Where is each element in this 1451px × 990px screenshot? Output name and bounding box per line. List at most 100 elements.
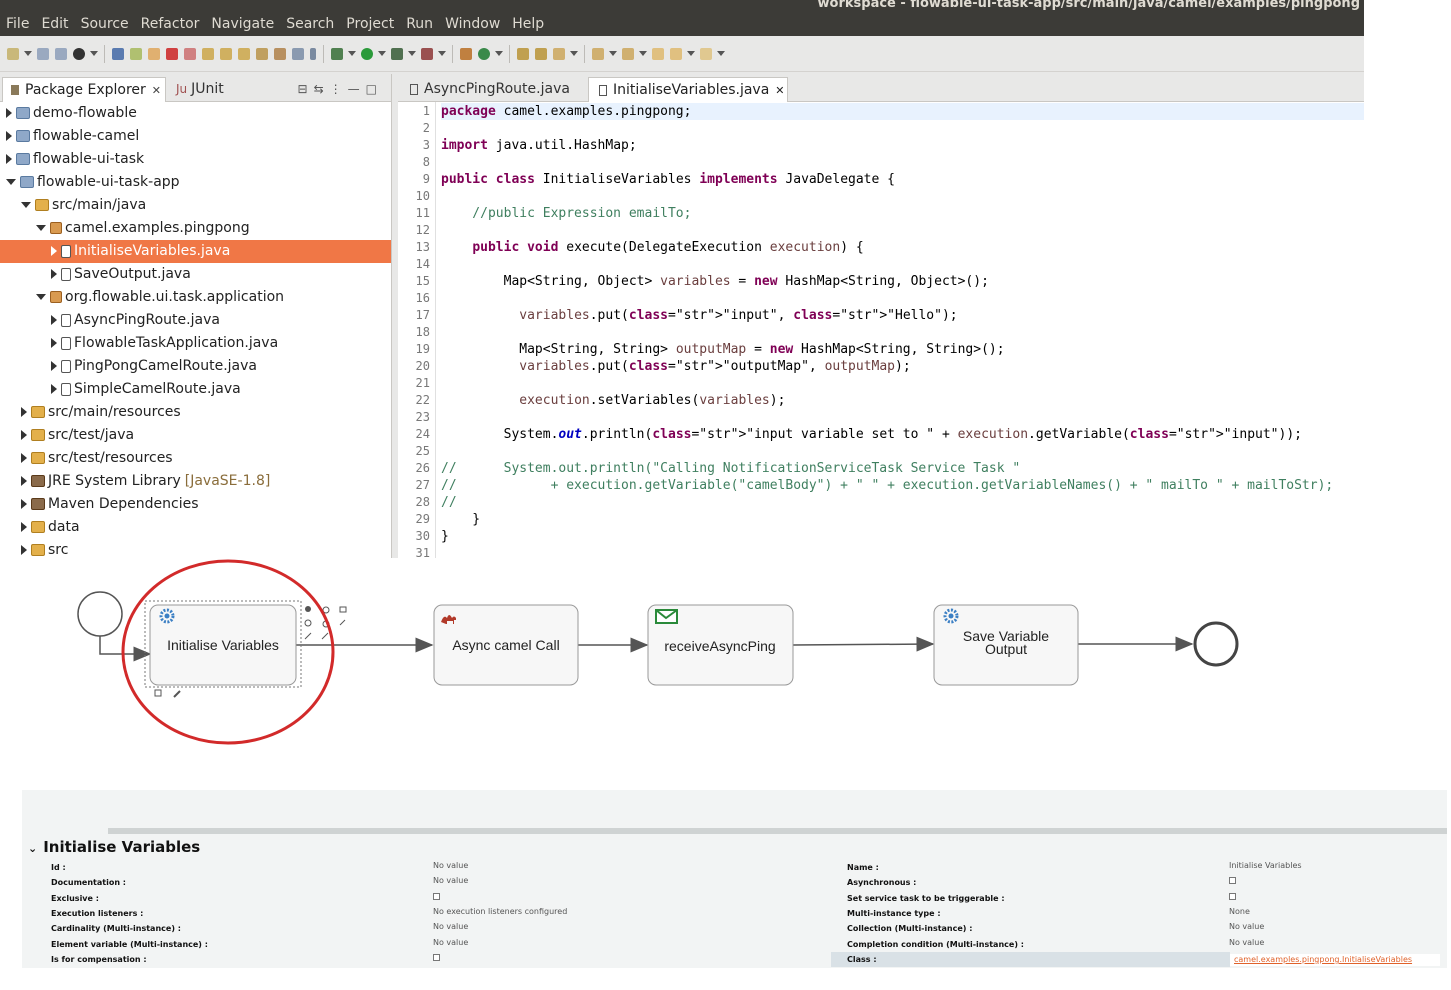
- save-icon[interactable]: [37, 47, 49, 60]
- property-value[interactable]: No value: [433, 937, 469, 947]
- minimize-icon[interactable]: —: [347, 82, 366, 96]
- property-value[interactable]: No value: [433, 922, 469, 932]
- chevron-down-icon[interactable]: [570, 51, 578, 56]
- collapsed-arrow-icon[interactable]: [21, 545, 27, 555]
- tree-item[interactable]: AsyncPingRoute.java: [0, 309, 391, 332]
- task-initialise-variables[interactable]: [149, 604, 297, 686]
- chevron-down-icon[interactable]: [348, 51, 356, 56]
- task-async-camel-call[interactable]: [433, 604, 579, 686]
- property-checkbox[interactable]: [1229, 873, 1236, 888]
- disconnect-icon[interactable]: [184, 47, 196, 60]
- property-value[interactable]: No value: [433, 861, 469, 870]
- start-event[interactable]: [77, 591, 123, 637]
- expanded-arrow-icon[interactable]: [36, 294, 46, 300]
- expanded-arrow-icon[interactable]: [36, 225, 46, 231]
- use-step-filters-icon[interactable]: [274, 47, 286, 60]
- open-task-icon[interactable]: [535, 47, 547, 60]
- close-icon[interactable]: ✕: [151, 84, 161, 97]
- terminal-icon[interactable]: [292, 47, 304, 60]
- expanded-arrow-icon[interactable]: [6, 179, 16, 185]
- task-save-variable-output[interactable]: [933, 604, 1079, 686]
- new-package-icon[interactable]: [460, 47, 472, 60]
- property-value[interactable]: No value: [1229, 922, 1265, 932]
- menu-search[interactable]: Search: [286, 16, 335, 32]
- back-icon[interactable]: [652, 47, 664, 60]
- menu-window[interactable]: Window: [445, 16, 501, 32]
- sequence-flow[interactable]: [792, 636, 935, 652]
- properties-title[interactable]: ⌄Initialise Variables: [28, 838, 200, 856]
- menu-source[interactable]: Source: [80, 16, 129, 32]
- chevron-down-icon[interactable]: [24, 51, 32, 56]
- paragraph-icon[interactable]: [310, 47, 316, 60]
- resume-icon[interactable]: [130, 47, 142, 60]
- chevron-down-icon[interactable]: [408, 51, 416, 56]
- new-class-icon[interactable]: [478, 47, 490, 60]
- skip-breakpoints-icon[interactable]: [112, 47, 124, 60]
- tree-item[interactable]: org.flowable.ui.task.application: [0, 286, 391, 309]
- collapsed-arrow-icon[interactable]: [21, 522, 27, 532]
- menu-project[interactable]: Project: [346, 16, 395, 32]
- tree-item[interactable]: Maven Dependencies: [0, 493, 391, 516]
- collapse-all-icon[interactable]: ⊟: [297, 82, 314, 96]
- checkbox[interactable]: [433, 953, 440, 961]
- tree-item[interactable]: flowable-ui-task-app: [0, 171, 391, 194]
- property-value[interactable]: None: [1229, 906, 1250, 916]
- terminate-icon[interactable]: [166, 47, 178, 60]
- chevron-down-icon[interactable]: [639, 51, 647, 56]
- property-checkbox[interactable]: [433, 950, 440, 965]
- task-quick-menu[interactable]: [304, 606, 347, 640]
- previous-annotation-icon[interactable]: [622, 47, 634, 60]
- property-value[interactable]: No value: [1229, 937, 1265, 947]
- external-tools-icon[interactable]: [421, 47, 433, 60]
- tree-item[interactable]: src/main/resources: [0, 401, 391, 424]
- property-value[interactable]: No execution listeners configured: [433, 906, 568, 916]
- collapsed-arrow-icon[interactable]: [51, 338, 57, 348]
- suspend-icon[interactable]: [148, 47, 160, 60]
- step-over-icon[interactable]: [220, 47, 232, 60]
- tree-item[interactable]: SaveOutput.java: [0, 263, 391, 286]
- chevron-down-icon[interactable]: [687, 51, 695, 56]
- task-receive-async-ping[interactable]: [647, 604, 794, 686]
- tree-item[interactable]: JRE System Library[JavaSE-1.8]: [0, 470, 391, 493]
- menu-help[interactable]: Help: [512, 16, 545, 32]
- tree-item[interactable]: src: [0, 539, 391, 558]
- collapsed-arrow-icon[interactable]: [51, 269, 57, 279]
- tree-item[interactable]: flowable-camel: [0, 125, 391, 148]
- chevron-down-icon[interactable]: [90, 51, 98, 56]
- next-annotation-icon[interactable]: [592, 47, 604, 60]
- tree-item[interactable]: demo-flowable: [0, 102, 391, 125]
- close-icon[interactable]: ✕: [775, 84, 785, 97]
- collapsed-arrow-icon[interactable]: [21, 499, 27, 509]
- collapsed-arrow-icon[interactable]: [6, 108, 12, 118]
- property-checkbox[interactable]: [1229, 889, 1236, 904]
- step-return-icon[interactable]: [238, 47, 250, 60]
- search-icon[interactable]: [553, 47, 565, 60]
- tree-item[interactable]: flowable-ui-task: [0, 148, 391, 171]
- forward-icon[interactable]: [700, 47, 712, 60]
- sequence-flow[interactable]: [99, 636, 152, 662]
- tree-item[interactable]: src/main/java: [0, 194, 391, 217]
- save-all-icon[interactable]: [55, 47, 67, 60]
- view-menu-icon[interactable]: ⋮: [329, 82, 348, 96]
- collapsed-arrow-icon[interactable]: [6, 154, 12, 164]
- tab-async-ping-route[interactable]: AsyncPingRoute.java: [400, 77, 586, 102]
- class-value[interactable]: camel.examples.pingpong.InitialiseVariab…: [1230, 954, 1440, 966]
- collapsed-arrow-icon[interactable]: [51, 384, 57, 394]
- run-icon[interactable]: [361, 47, 373, 60]
- menu-edit[interactable]: Edit: [41, 16, 69, 32]
- task-bottom-tools[interactable]: [154, 689, 181, 698]
- collapsed-arrow-icon[interactable]: [21, 476, 27, 486]
- step-into-icon[interactable]: [202, 47, 214, 60]
- collapsed-arrow-icon[interactable]: [21, 407, 27, 417]
- expanded-arrow-icon[interactable]: [21, 202, 31, 208]
- checkbox[interactable]: [1229, 892, 1236, 900]
- collapsed-arrow-icon[interactable]: [51, 246, 57, 256]
- maximize-icon[interactable]: □: [365, 82, 383, 96]
- tree-item[interactable]: camel.examples.pingpong: [0, 217, 391, 240]
- tree-item[interactable]: SimpleCamelRoute.java: [0, 378, 391, 401]
- collapsed-arrow-icon[interactable]: [51, 315, 57, 325]
- checkbox[interactable]: [433, 892, 440, 900]
- chevron-down-icon[interactable]: [495, 51, 503, 56]
